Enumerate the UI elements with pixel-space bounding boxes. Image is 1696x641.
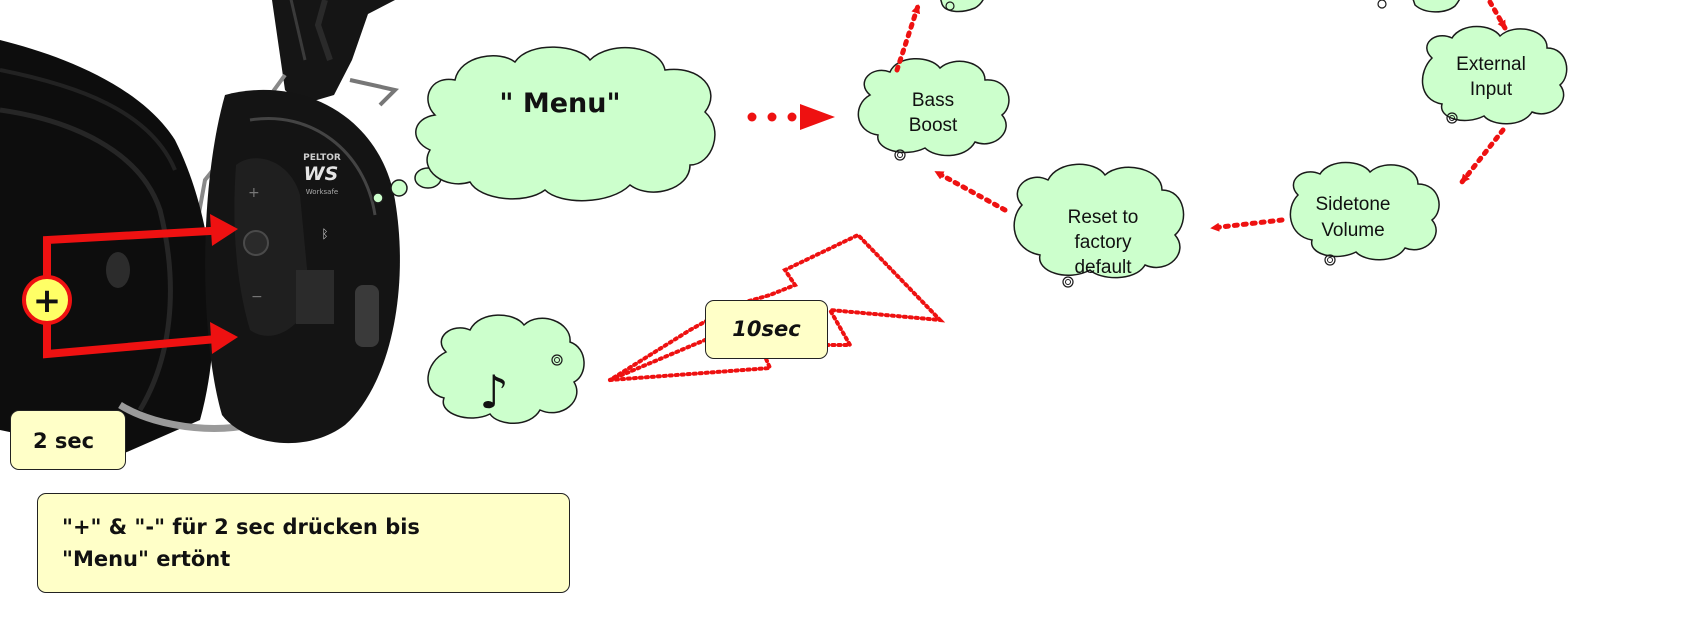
- reset-line2: factory: [1074, 232, 1132, 253]
- cloud-reset-factory-default: Reset to factory default: [1013, 163, 1185, 288]
- sidetone-volume-line1: Sidetone: [1315, 194, 1390, 215]
- menu-cloud-label: " Menu": [499, 88, 620, 119]
- arrow-top-to-external: [1487, 0, 1508, 31]
- music-note-icon: ♪: [479, 365, 508, 419]
- arrow-menu-to-bass: [747, 104, 835, 130]
- instruction-line2: "Menu" ertönt: [62, 547, 231, 571]
- svg-text:+: +: [248, 185, 260, 201]
- arrow-external-to-sidetone: [1459, 127, 1506, 185]
- cycle-arrows: [894, 0, 1508, 232]
- instruction-line1: "+" & "-" für 2 sec drücken bis: [62, 515, 420, 539]
- model-sub-label: Worksafe: [306, 188, 338, 196]
- model-label: WS: [304, 163, 339, 185]
- sidetone-volume-line2: Volume: [1321, 220, 1384, 241]
- bluetooth-icon: ᛒ: [321, 227, 328, 241]
- instruction-box: "+" & "-" für 2 sec drücken bis "Menu" e…: [37, 493, 570, 593]
- external-input-line2: Input: [1470, 79, 1513, 100]
- headset-illustration: + − PELTOR WS Worksafe ᛒ: [0, 0, 400, 455]
- bass-boost-line2: Boost: [909, 115, 958, 136]
- press-duration-label: 2 sec: [33, 429, 95, 453]
- arrow-bass-to-top: [894, 3, 921, 73]
- arrow-sidetone-to-reset: [1209, 217, 1285, 232]
- plus-badge: +: [22, 275, 72, 325]
- reset-line1: Reset to: [1068, 207, 1139, 228]
- menu-thought-cloud: " Menu": [372, 46, 716, 204]
- cloud-external-input: External Input: [1421, 25, 1568, 125]
- plus-symbol: +: [33, 281, 62, 321]
- arrow-reset-to-bass: [933, 169, 1008, 213]
- reset-line3: default: [1074, 257, 1132, 278]
- timeout-box: 10sec: [705, 300, 828, 359]
- timeout-label: 10sec: [732, 317, 801, 341]
- bass-boost-line1: Bass: [912, 90, 954, 111]
- cloud-sidetone-volume: Sidetone Volume: [1289, 161, 1440, 266]
- svg-text:−: −: [251, 289, 263, 305]
- partial-cloud-top-right: [1377, 0, 1461, 13]
- cloud-bass-boost: Bass Boost: [857, 57, 1010, 161]
- partial-cloud-top-left: [940, 0, 984, 13]
- brand-label: PELTOR: [303, 153, 341, 163]
- note-cloud: ♪: [427, 314, 585, 424]
- external-input-line1: External: [1456, 54, 1526, 75]
- press-duration-box: 2 sec: [10, 410, 126, 470]
